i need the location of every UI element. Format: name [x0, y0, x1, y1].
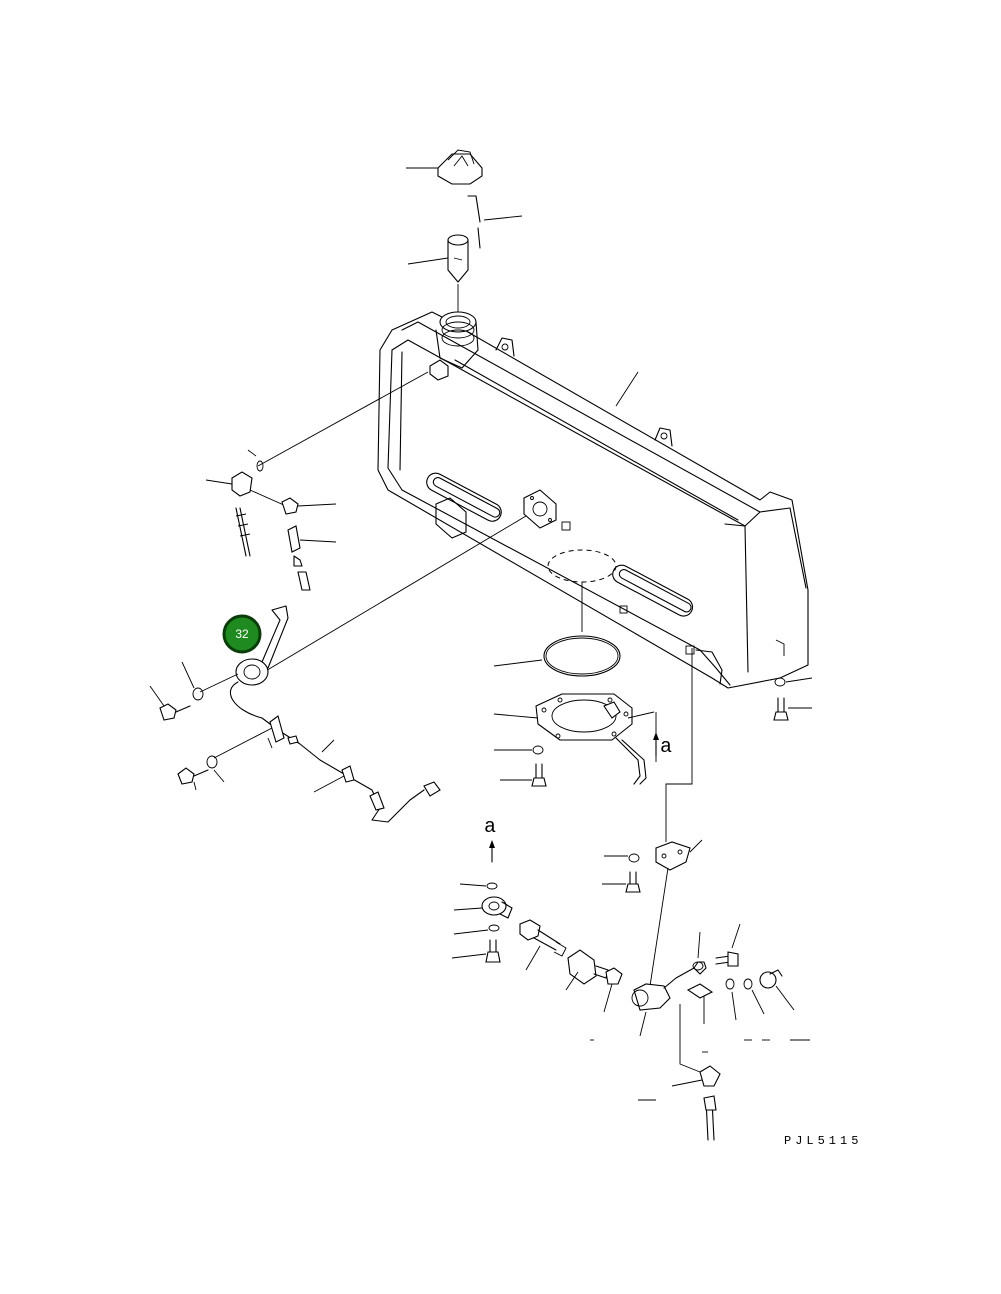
plug — [759, 969, 783, 989]
bolt-right — [773, 697, 789, 721]
level-sensor — [235, 605, 289, 686]
bolt-left-2 — [177, 767, 209, 785]
cover-plate — [535, 693, 647, 785]
hex-coupling — [567, 949, 609, 985]
strainer — [447, 234, 469, 283]
banjo-fitting — [481, 896, 513, 919]
hose-upper — [235, 507, 251, 557]
bolt-left-1 — [159, 703, 191, 721]
callout-number: 32 — [235, 627, 249, 641]
detail-arrow-a: a — [653, 732, 672, 759]
elbow-fitting — [231, 471, 253, 497]
bolt-valve — [715, 951, 739, 967]
drain-valve — [631, 967, 695, 1011]
drain-hose-end — [699, 1065, 721, 1141]
svg-text:a: a — [484, 816, 496, 839]
bolt-cover — [531, 763, 547, 787]
svg-text:a: a — [660, 736, 672, 759]
banjo-bolt — [485, 939, 501, 963]
drawing-code: PJL5115 — [784, 1134, 862, 1148]
sender-flange — [523, 489, 557, 529]
gasket — [543, 635, 621, 677]
chain-pin — [467, 195, 481, 249]
bracket — [655, 841, 691, 871]
callout-32[interactable]: 32 — [222, 614, 262, 654]
drain-pipe — [519, 919, 567, 957]
callout-circle[interactable] — [222, 614, 262, 654]
bolt-bracket — [625, 871, 641, 893]
fuel-tank — [377, 311, 809, 689]
filler-cap — [437, 149, 483, 185]
detail-arrow-a-2: a — [484, 816, 496, 863]
